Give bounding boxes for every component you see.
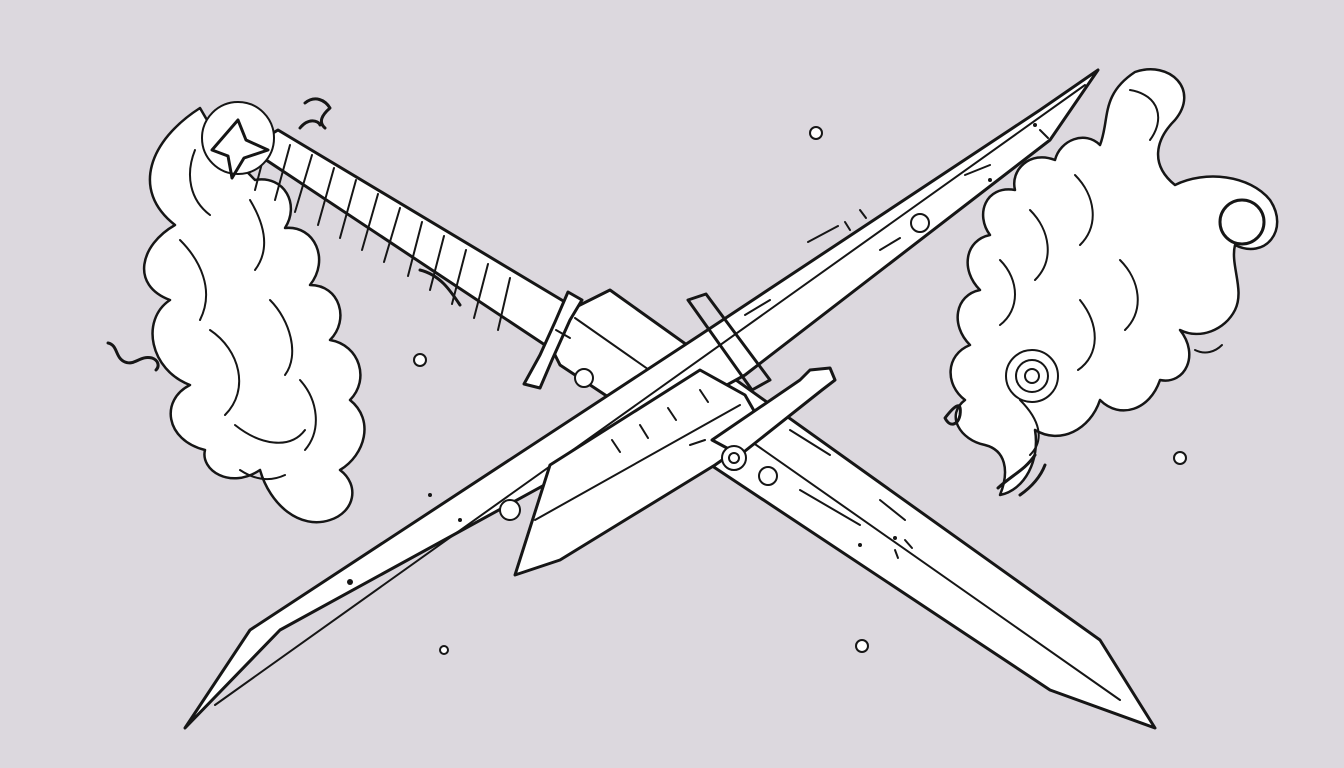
left-flame-icon xyxy=(106,97,366,524)
sword-icon-front xyxy=(183,68,1100,730)
right-flame-icon xyxy=(943,68,1279,497)
crossguard xyxy=(513,292,837,577)
sparkle-icon-group xyxy=(413,126,1187,655)
